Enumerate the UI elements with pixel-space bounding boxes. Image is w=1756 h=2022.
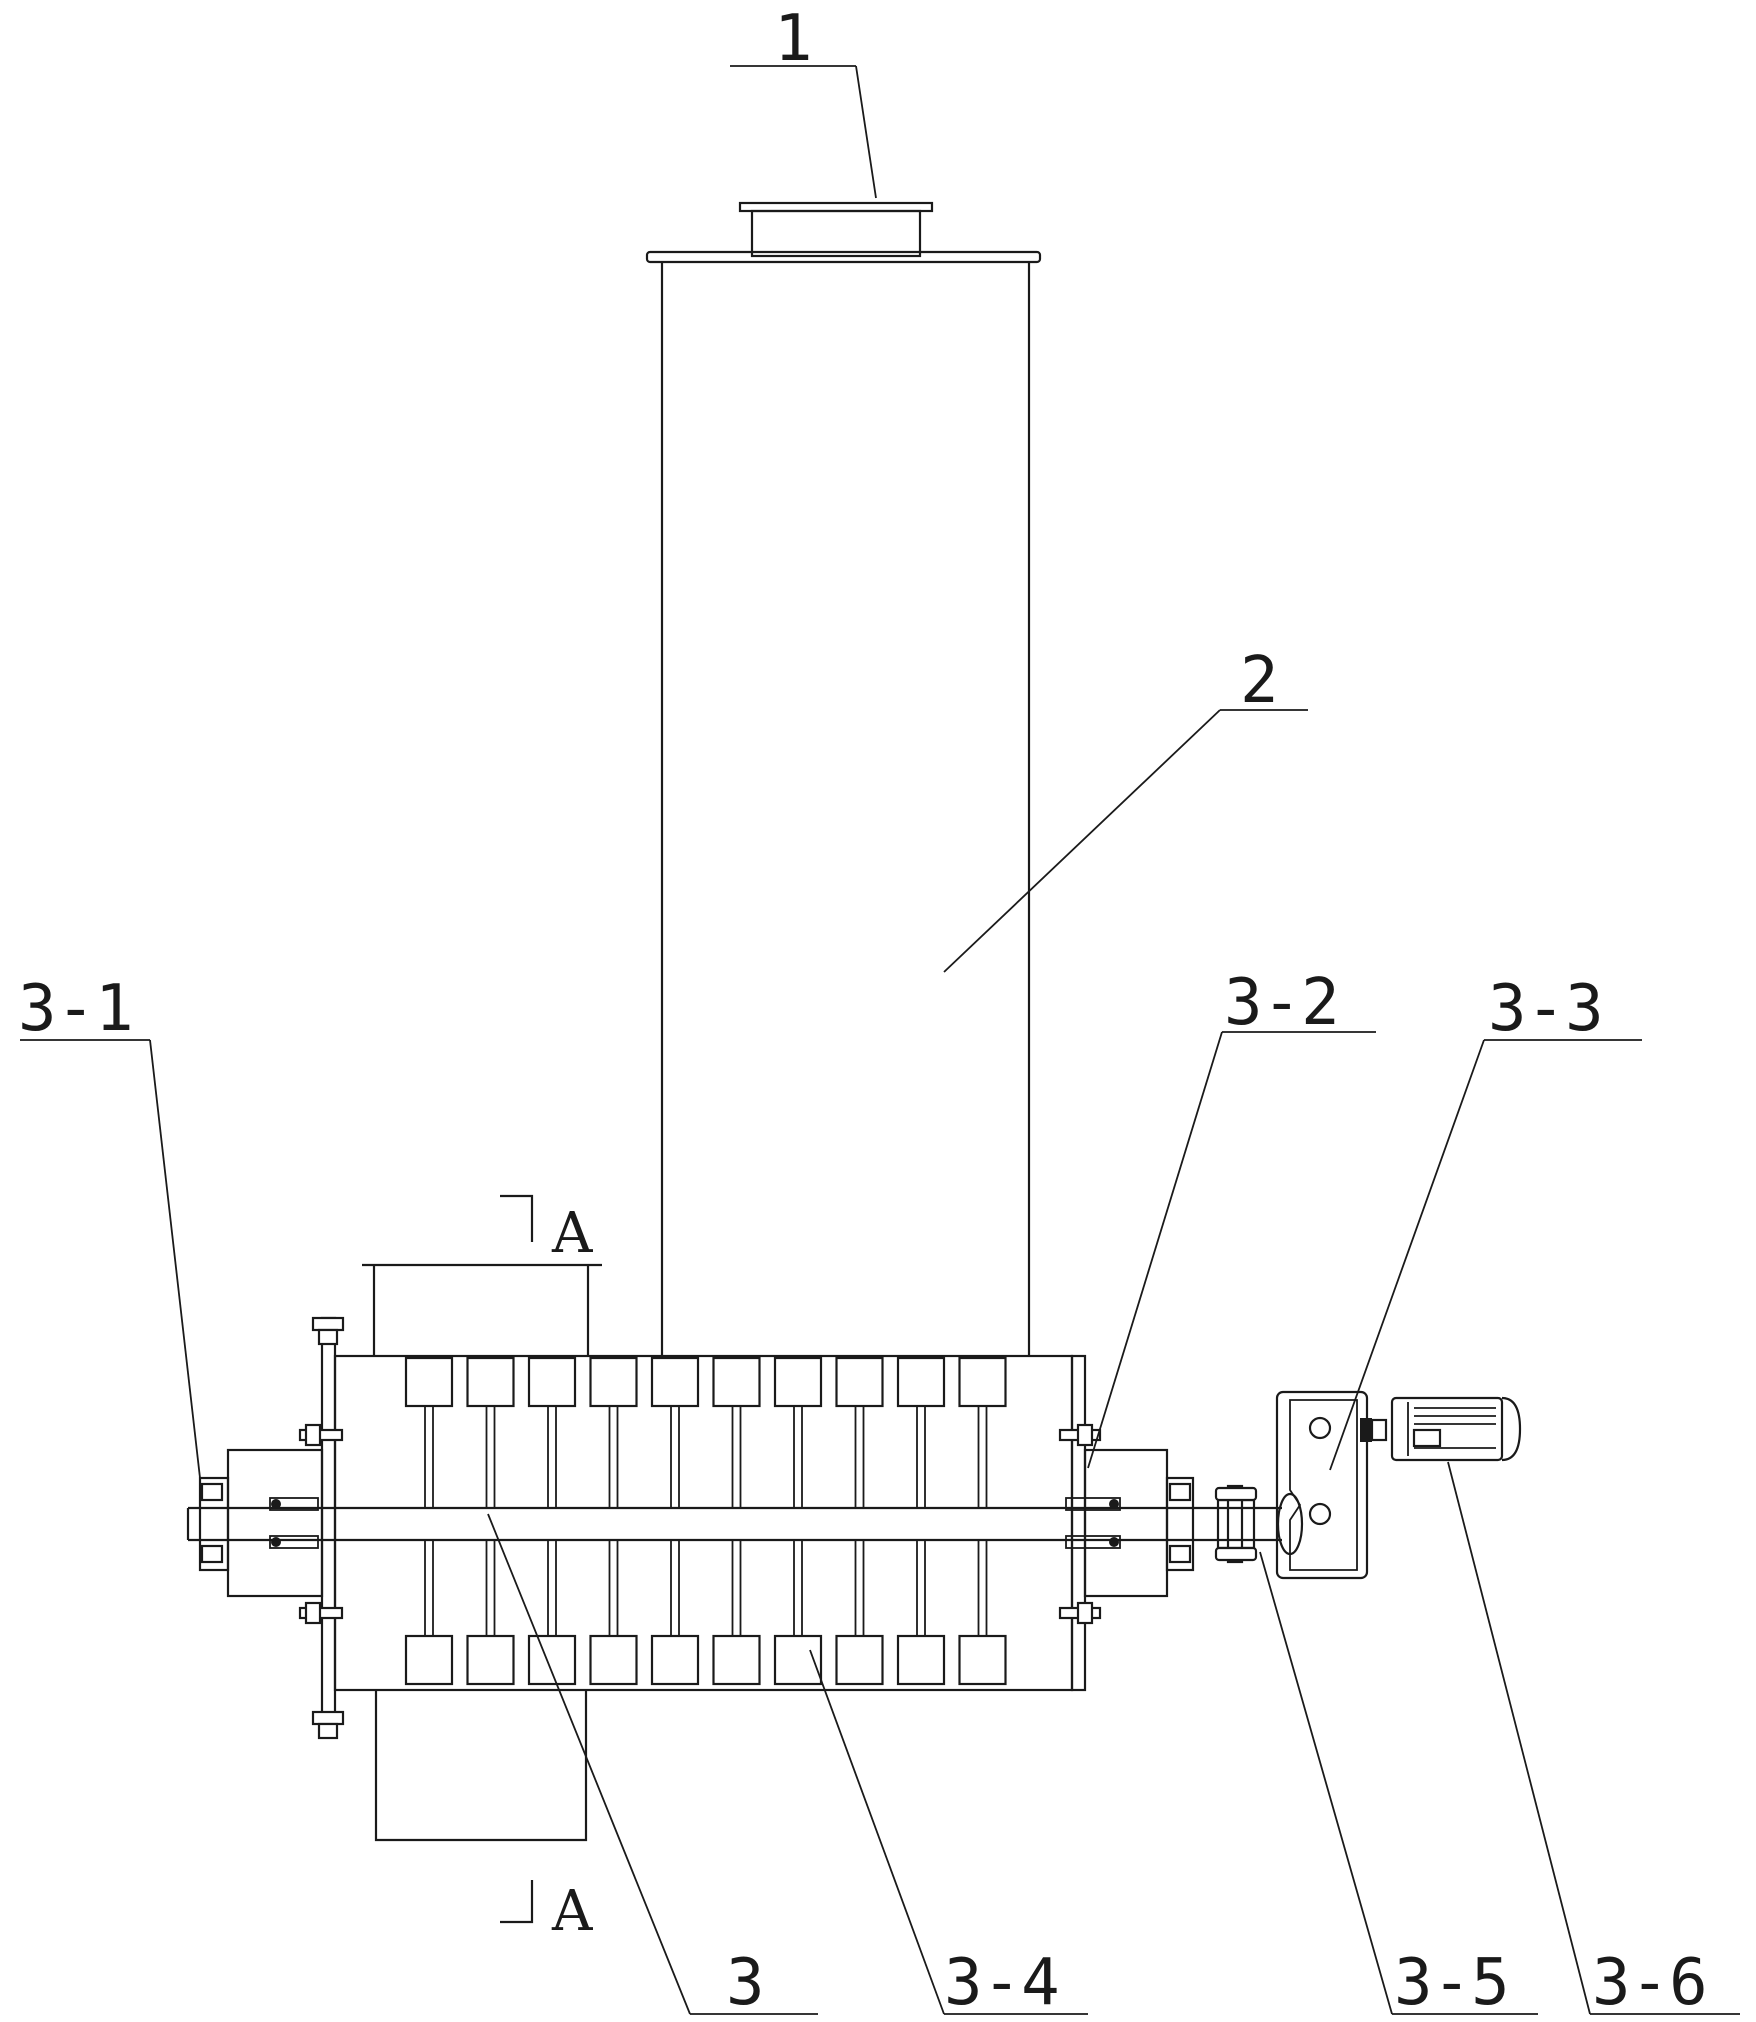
scraper-blade — [773, 1356, 823, 1686]
inlet-pipe — [738, 201, 934, 258]
hopper-tower — [645, 250, 1042, 1356]
label-3-5: 3-5 — [1394, 1946, 1510, 2020]
flange-bolt — [1058, 1601, 1102, 1625]
leader-lines — [20, 65, 1740, 2015]
label-3-1: 3-1 — [18, 972, 134, 1046]
flange-bolt — [1058, 1423, 1102, 1447]
scraper-blade — [650, 1356, 700, 1686]
scraper-blade — [896, 1356, 946, 1686]
label-1: 1 — [774, 2, 813, 76]
bottom-outlet — [374, 1690, 588, 1842]
shaft-seal — [1065, 1497, 1121, 1549]
label-3-3: 3-3 — [1488, 972, 1604, 1046]
scraper-blades — [404, 1356, 1007, 1686]
scraper-blade — [589, 1356, 638, 1686]
right-flange — [1058, 1354, 1102, 1692]
label-3: 3 — [726, 1946, 765, 2020]
motor — [1390, 1396, 1522, 1462]
label-3-2: 3-2 — [1224, 966, 1340, 1040]
reducer-bolt — [1360, 1418, 1388, 1442]
scraper-blade — [527, 1356, 577, 1686]
flange-bolt — [311, 1710, 345, 1740]
scraper-blade — [958, 1356, 1007, 1686]
coupling — [1214, 1484, 1304, 1564]
scraper-blade — [466, 1356, 515, 1686]
section-letter: A — [551, 1201, 593, 1266]
label-3-4: 3-4 — [944, 1946, 1060, 2020]
label-3-6: 3-6 — [1592, 1946, 1708, 2020]
scraper-blade — [835, 1356, 884, 1686]
side-inlet — [362, 1263, 602, 1356]
left-flange — [298, 1316, 345, 1740]
flange-bolt — [298, 1601, 344, 1625]
flange-bolt — [311, 1316, 345, 1346]
label-2: 2 — [1240, 644, 1279, 718]
gear-reducer — [1275, 1390, 1388, 1580]
left-bearing-seat — [198, 1448, 324, 1598]
section-mark-bottom: A — [500, 1879, 593, 1944]
main-shaft — [186, 1506, 1282, 1542]
right-bearing-seat — [1065, 1448, 1195, 1598]
section-letter: A — [551, 1879, 593, 1944]
scraper-blade — [712, 1356, 761, 1686]
flange-bolt — [298, 1423, 344, 1447]
scraper-blade — [404, 1356, 454, 1686]
section-mark-top: A — [500, 1194, 593, 1266]
